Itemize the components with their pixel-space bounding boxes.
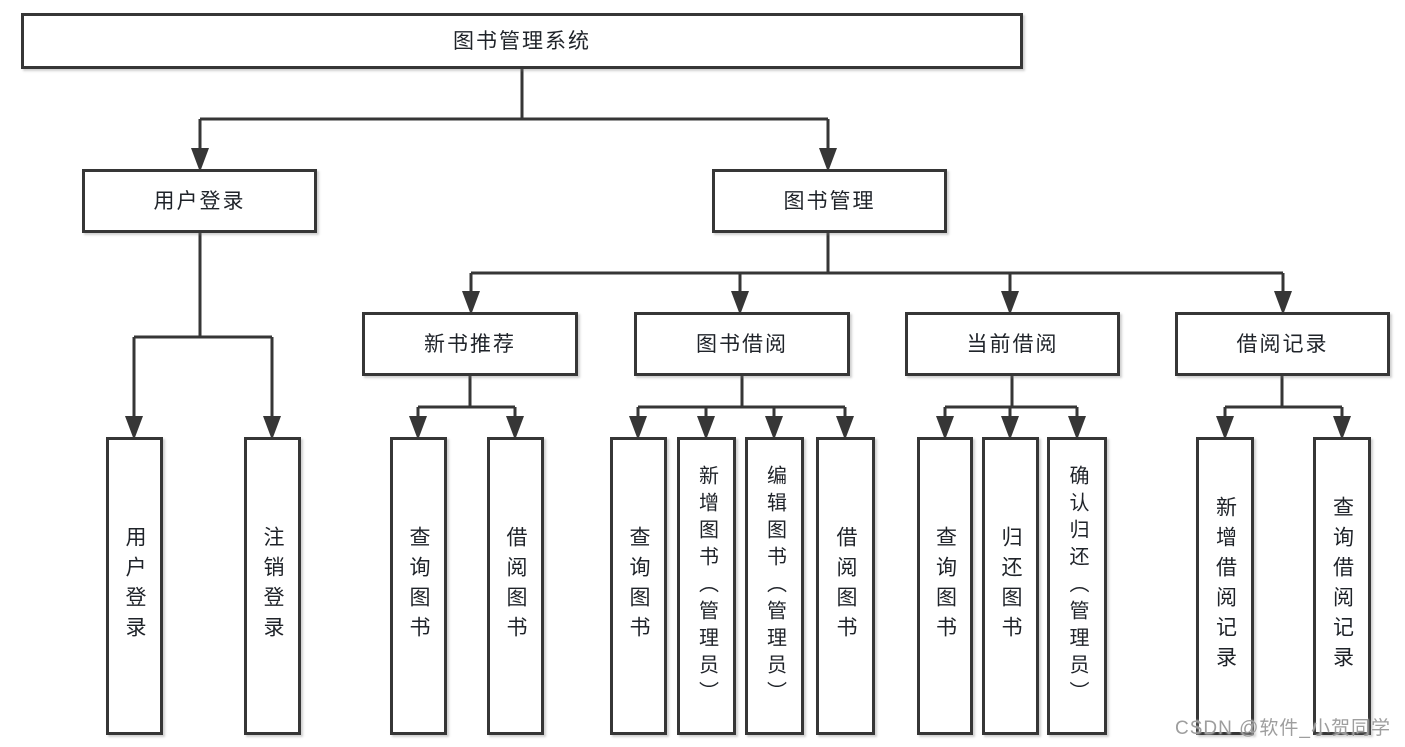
node-root-system-label: 图书管理系统 [453,29,591,53]
node-confirm-return-admin: 确认归还（管理员） [1047,437,1107,735]
node-book-borrowing: 图书借阅 [634,312,850,376]
node-current-borrowing: 当前借阅 [905,312,1120,376]
node-borrow-books-action-label: 借阅图书 [834,526,857,646]
node-edit-book-admin-label: 编辑图书（管理员） [763,464,786,708]
node-borrow-books-recommend: 借阅图书 [487,437,544,735]
node-add-book-admin-label: 新增图书（管理员） [695,464,718,708]
node-query-books-current-label: 查询图书 [933,526,957,646]
node-root-system: 图书管理系统 [21,13,1023,69]
node-confirm-return-admin-label: 确认归还（管理员） [1066,464,1088,708]
node-query-borrow-record-label: 查询借阅记录 [1330,496,1354,676]
node-new-book-recommend-label: 新书推荐 [424,332,516,356]
node-add-book-admin: 新增图书（管理员） [677,437,736,735]
node-borrow-books-recommend-label: 借阅图书 [504,526,527,646]
node-logout-action-label: 注销登录 [261,526,284,646]
node-user-login-group-label: 用户登录 [153,189,246,213]
node-query-books-current: 查询图书 [917,437,973,735]
node-login-action: 用户登录 [106,437,163,735]
node-book-borrowing-label: 图书借阅 [696,332,788,356]
node-query-books-borrowing-label: 查询图书 [627,526,650,646]
node-borrowing-records: 借阅记录 [1175,312,1390,376]
node-login-action-label: 用户登录 [123,526,146,646]
node-return-book: 归还图书 [982,437,1039,735]
node-query-books-recommend: 查询图书 [390,437,447,735]
node-current-borrowing-label: 当前借阅 [966,332,1059,356]
node-query-books-borrowing: 查询图书 [610,437,667,735]
node-user-login-group: 用户登录 [82,169,317,233]
node-borrowing-records-label: 借阅记录 [1236,332,1329,356]
node-query-borrow-record: 查询借阅记录 [1313,437,1371,735]
csdn-watermark: CSDN @软件_小贺同学 [1175,718,1391,739]
node-return-book-label: 归还图书 [999,526,1022,646]
node-logout-action: 注销登录 [244,437,301,735]
node-add-borrow-record: 新增借阅记录 [1196,437,1254,735]
node-borrow-books-action: 借阅图书 [816,437,875,735]
node-query-books-recommend-label: 查询图书 [407,526,430,646]
node-add-borrow-record-label: 新增借阅记录 [1213,496,1237,676]
node-book-management-group: 图书管理 [712,169,947,233]
node-edit-book-admin: 编辑图书（管理员） [745,437,804,735]
node-book-management-group-label: 图书管理 [783,189,876,213]
node-new-book-recommend: 新书推荐 [362,312,578,376]
